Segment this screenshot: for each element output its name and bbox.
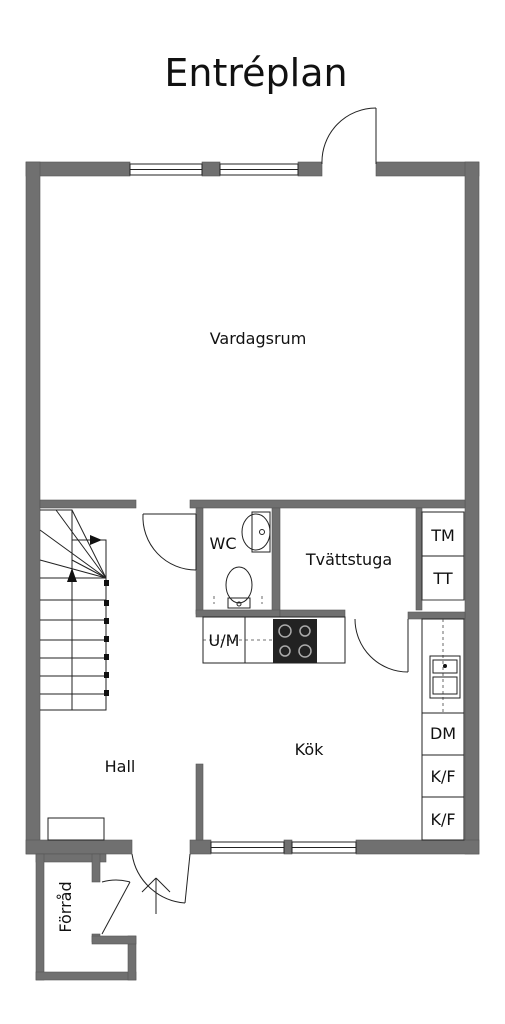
plan-title: Entréplan — [164, 51, 347, 95]
appliance-label-dm: DM — [430, 724, 456, 743]
appliance-label-kf-lower: K/F — [430, 810, 455, 829]
room-label-forrad: Förråd — [56, 881, 75, 932]
outer-walls — [25, 161, 480, 855]
appliance-label-kf-upper: K/F — [430, 767, 455, 786]
appliance-label-tt: TT — [432, 569, 452, 588]
room-label-tvattstuga: Tvättstuga — [305, 550, 392, 569]
kitchen-counter-top — [202, 616, 346, 664]
staircase — [39, 509, 109, 711]
room-label-hall: Hall — [105, 757, 136, 776]
interior-walls — [39, 499, 466, 841]
interior-doors — [101, 513, 409, 935]
storage-walls — [35, 853, 137, 981]
windows — [129, 163, 357, 854]
room-label-vardagsrum: Vardagsrum — [210, 329, 307, 348]
laundry-appliances — [421, 511, 465, 601]
appliance-label-um: U/M — [209, 631, 240, 650]
kitchen-counter-right — [421, 618, 465, 841]
room-label-kok: Kök — [295, 740, 324, 759]
appliance-label-tm: TM — [430, 526, 455, 545]
wc-fixtures — [213, 511, 271, 609]
hall-bench — [47, 817, 105, 841]
balcony-door — [321, 107, 377, 165]
entrance-arrow-icon — [141, 877, 171, 914]
room-label-wc: WC — [210, 534, 237, 553]
